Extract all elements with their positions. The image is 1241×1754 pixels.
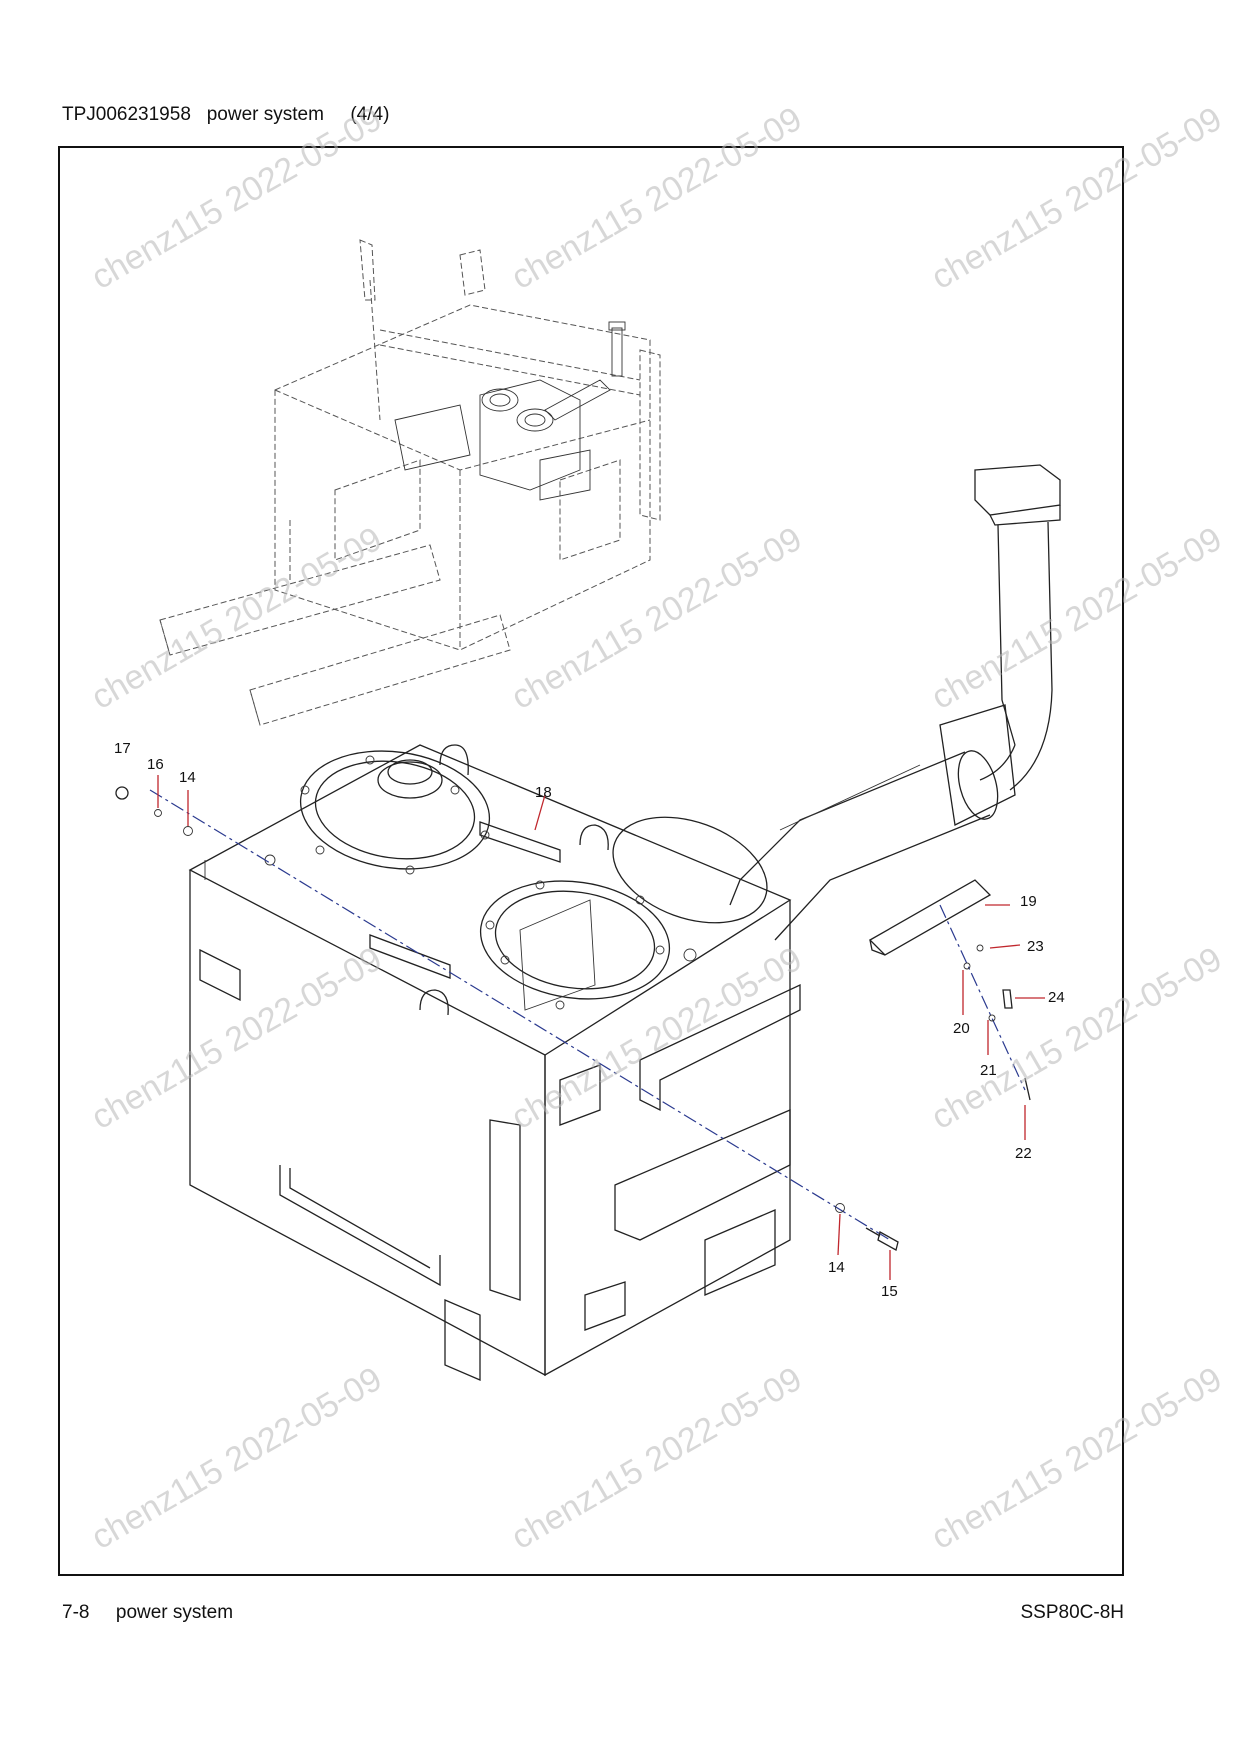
hydraulic-tank	[188, 744, 801, 1381]
doc-code: TPJ006231958	[62, 104, 191, 125]
footer-section: power system	[115, 1602, 234, 1623]
watermark-layer: chenz115 2022-05-09 chenz115 2022-05-09 …	[85, 100, 1228, 1557]
mounting-plate	[868, 879, 992, 956]
chassis-frame-assembly	[159, 239, 661, 726]
callout-16: 16	[147, 756, 164, 773]
watermark: chenz115 2022-05-09	[505, 1360, 808, 1557]
watermark: chenz115 2022-05-09	[85, 940, 388, 1137]
header-section: power system	[206, 104, 324, 125]
callout-15: 15	[881, 1283, 898, 1300]
watermark: chenz115 2022-05-09	[85, 1360, 388, 1557]
callout-14-left: 14	[179, 769, 196, 786]
watermark: chenz115 2022-05-09	[85, 520, 388, 717]
watermark: chenz115 2022-05-09	[505, 100, 808, 297]
assembly-axis-right	[939, 904, 1026, 1091]
leader-lines	[157, 775, 1045, 1280]
callout-14-right: 14	[828, 1259, 845, 1276]
watermark: chenz115 2022-05-09	[505, 520, 808, 717]
callout-18: 18	[535, 784, 552, 801]
callout-19: 19	[1020, 893, 1037, 910]
callout-24: 24	[1048, 989, 1065, 1006]
callout-labels: 17 16 14 18 19 23 24 20 21 22 14 15	[114, 740, 1065, 1300]
watermark: chenz115 2022-05-09	[505, 940, 808, 1137]
watermark: chenz115 2022-05-09	[925, 520, 1228, 717]
callout-23: 23	[1027, 938, 1044, 955]
page-footer-left: 7-8 power system	[62, 1602, 233, 1624]
callout-21: 21	[980, 1062, 997, 1079]
watermark: chenz115 2022-05-09	[925, 100, 1228, 297]
watermark: chenz115 2022-05-09	[925, 1360, 1228, 1557]
callout-20: 20	[953, 1020, 970, 1037]
fastener-group	[115, 786, 1031, 1251]
header-page-of: (4/4)	[350, 104, 390, 125]
callout-22: 22	[1015, 1145, 1032, 1162]
model-code: SSP80C-8H	[1020, 1602, 1125, 1623]
diagram-frame	[58, 146, 1124, 1576]
page-header: TPJ006231958 power system (4/4)	[62, 104, 389, 126]
watermark: chenz115 2022-05-09	[85, 100, 388, 297]
callout-17: 17	[114, 740, 131, 757]
exhaust-pipe	[612, 464, 1061, 941]
page-number: 7-8	[62, 1602, 90, 1623]
assembly-axis-left	[149, 789, 891, 1241]
watermark: chenz115 2022-05-09	[925, 940, 1228, 1137]
